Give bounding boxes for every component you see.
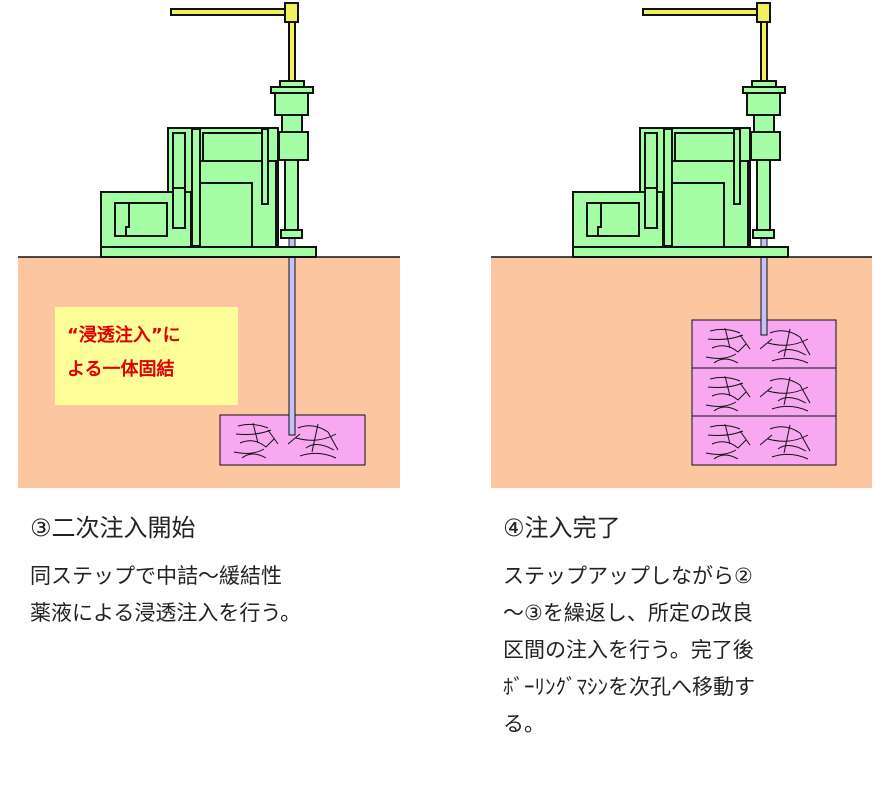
description-line: 区間の注入を行う。完了後 bbox=[503, 638, 754, 662]
step-3-description: 同ステップで中詰～緩結性 薬液による浸透注入を行う。 bbox=[30, 558, 301, 632]
description-line: る。 bbox=[503, 712, 545, 736]
injection-pipe bbox=[288, 237, 296, 436]
step-3-title: ③二次注入開始 bbox=[30, 514, 196, 542]
step-4-title: ④注入完了 bbox=[503, 514, 621, 542]
boring-machine-left bbox=[100, 2, 317, 258]
boring-machine-right bbox=[572, 2, 789, 258]
description-line: ～③を繰返し、所定の改良 bbox=[503, 601, 753, 625]
description-line: 同ステップで中詰～緩結性 bbox=[30, 564, 282, 588]
callout-line: よる一体固結 bbox=[67, 359, 175, 380]
grout-zone bbox=[691, 415, 837, 466]
step-4-description: ステップアップしながら② ～③を繰返し、所定の改良 区間の注入を行う。完了後 ﾎ… bbox=[503, 558, 755, 743]
description-line: ステップアップしながら② bbox=[503, 564, 753, 588]
callout-line: “浸透注入”に bbox=[67, 325, 181, 346]
description-line: ﾎﾞｰﾘﾝｸﾞﾏｼﾝを次孔へ移動す bbox=[503, 675, 755, 699]
callout-box: “浸透注入”に よる一体固結 bbox=[55, 307, 238, 405]
description-line: 薬液による浸透注入を行う。 bbox=[30, 601, 302, 625]
grout-zone bbox=[691, 367, 837, 417]
